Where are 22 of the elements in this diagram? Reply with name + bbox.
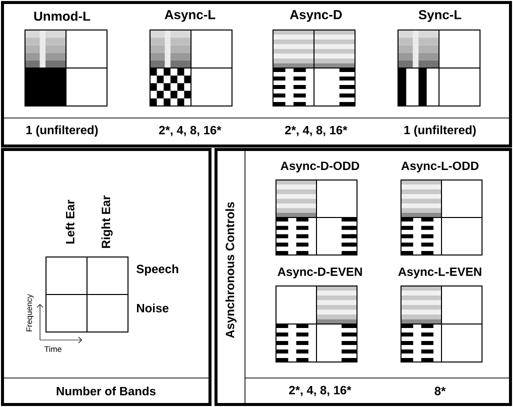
band-count: 1 (unfiltered) (26, 125, 98, 137)
axis-label: Frequency (26, 294, 34, 332)
panel-title: Async-L-EVEN (398, 268, 482, 278)
band-count: 1 (unfiltered) (404, 125, 476, 137)
band-count: 2*, 4, 8, 16* (289, 386, 352, 396)
row-label: Noise (137, 304, 168, 312)
band-count: 2*, 4, 8, 16* (159, 126, 222, 136)
section-label: Asynchronous Controls (225, 202, 237, 338)
axis-label: Time (44, 346, 62, 352)
panel-title: Sync-L (418, 10, 462, 22)
panel-title: Async-L-ODD (401, 162, 478, 172)
panel-title: Unmod-L (34, 11, 90, 21)
band-count: 2*, 4, 8, 16* (285, 126, 348, 136)
panel-title: Async-D (290, 10, 342, 22)
panel-title: Async-L (164, 10, 216, 22)
column-label: Left Ear (66, 200, 74, 244)
band-count: 8* (434, 386, 446, 396)
row-heading: Number of Bands (56, 386, 156, 396)
panel-title: Async-D-ODD (280, 162, 360, 172)
column-label: Right Ear (101, 196, 113, 248)
row-label: Speech (136, 264, 178, 276)
panel-title: Async-D-EVEN (278, 268, 362, 278)
